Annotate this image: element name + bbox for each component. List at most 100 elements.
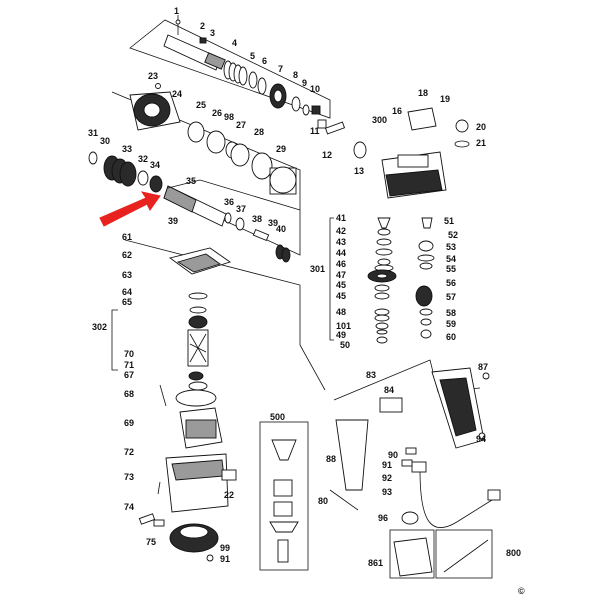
ring-part-27 — [230, 143, 250, 167]
ring-part-67 — [188, 381, 208, 391]
screws-part-74 — [138, 513, 165, 527]
label-69: 69 — [124, 418, 134, 428]
red-indicator-arrow — [99, 191, 161, 227]
case-part-861 — [393, 537, 433, 577]
bracket-302 — [111, 309, 118, 371]
label-55: 55 — [446, 264, 456, 274]
chuck-assembly-frame — [111, 91, 301, 256]
label-53: 53 — [446, 242, 456, 252]
label-87: 87 — [478, 362, 488, 372]
label-part-22 — [221, 469, 237, 481]
label-301: 301 — [310, 264, 325, 274]
switch-part-84 — [379, 397, 403, 413]
motor-housing-part-72 — [165, 453, 229, 513]
nut-part-2 — [199, 37, 207, 44]
label-31: 31 — [88, 128, 98, 138]
label-80: 80 — [318, 496, 328, 506]
label-20: 20 — [476, 122, 486, 132]
label-22: 22 — [224, 490, 234, 500]
label-302: 302 — [92, 322, 107, 332]
ring-part-63 — [188, 292, 208, 300]
label-43: 43 — [336, 237, 346, 247]
label-19: 19 — [440, 94, 450, 104]
label-9: 9 — [302, 78, 307, 88]
label-75: 75 — [146, 537, 156, 547]
screw-part-68 — [159, 384, 167, 407]
label-28: 28 — [254, 127, 264, 137]
label-32: 32 — [138, 154, 148, 164]
oring-part-21 — [454, 140, 470, 148]
label-84: 84 — [384, 385, 394, 395]
rod-part-80 — [329, 489, 359, 511]
ring-part-6 — [257, 77, 267, 95]
plate-part-62 — [168, 247, 232, 275]
label-56: 56 — [446, 278, 456, 288]
label-6: 6 — [262, 56, 267, 66]
label-2: 2 — [200, 21, 205, 31]
label-94: 94 — [476, 434, 486, 444]
label-39a: 39 — [168, 216, 178, 226]
kit-500-contents — [269, 439, 299, 563]
bearing-part-7 — [269, 83, 287, 109]
label-42: 42 — [336, 226, 346, 236]
label-24: 24 — [172, 89, 182, 99]
label-45b: 45 — [336, 291, 346, 301]
label-101: 101 — [336, 321, 351, 331]
label-861: 861 — [368, 558, 383, 568]
label-59: 59 — [446, 319, 456, 329]
label-5: 5 — [250, 51, 255, 61]
label-99: 99 — [220, 543, 230, 553]
label-73: 73 — [124, 472, 134, 482]
label-38: 38 — [252, 214, 262, 224]
label-96: 96 — [378, 513, 388, 523]
box-861 — [389, 529, 435, 579]
label-8: 8 — [293, 70, 298, 80]
label-23: 23 — [148, 71, 158, 81]
ring-part-32 — [137, 170, 149, 186]
label-72: 72 — [124, 447, 134, 457]
label-47: 47 — [336, 270, 346, 280]
label-71: 71 — [124, 360, 134, 370]
pin-part-1 — [175, 19, 181, 25]
shaft-frame-line — [167, 179, 301, 211]
cover-part-99 — [169, 523, 219, 553]
ring-part-9 — [302, 104, 310, 116]
label-52: 52 — [448, 230, 458, 240]
pin-part-38 — [252, 229, 270, 241]
label-46a: 46 — [336, 259, 346, 269]
label-300: 300 — [372, 115, 387, 125]
label-18: 18 — [418, 88, 428, 98]
label-16: 16 — [392, 106, 402, 116]
label-64: 64 — [122, 287, 132, 297]
label-45a: 45 — [336, 280, 346, 290]
label-33: 33 — [122, 144, 132, 154]
cap-part-20 — [455, 119, 469, 133]
part-91 — [401, 459, 413, 467]
label-60: 60 — [446, 332, 456, 342]
label-58: 58 — [446, 308, 456, 318]
label-27: 27 — [236, 120, 246, 130]
spring-part-4 — [223, 60, 248, 86]
label-74: 74 — [124, 502, 134, 512]
label-62: 62 — [122, 250, 132, 260]
strain-relief-part-92 — [411, 461, 427, 473]
label-61: 61 — [122, 232, 132, 242]
bearing-part-71 — [188, 371, 204, 381]
label-51: 51 — [444, 216, 454, 226]
label-12: 12 — [322, 150, 332, 160]
bracket-301 — [329, 217, 334, 341]
ring-part-28 — [251, 152, 273, 180]
label-36: 36 — [224, 197, 234, 207]
lever-part-11 — [317, 119, 346, 135]
shaft-part-35 — [163, 185, 227, 227]
label-54: 54 — [446, 254, 456, 264]
label-98: 98 — [224, 112, 234, 122]
label-37: 37 — [236, 204, 246, 214]
ring-part-25 — [187, 121, 205, 143]
screw-part-94 — [478, 432, 486, 440]
label-13: 13 — [354, 166, 364, 176]
ring-part-31 — [88, 151, 98, 165]
grease-part-96 — [401, 511, 419, 525]
label-44: 44 — [336, 248, 346, 258]
ring-part-37 — [235, 217, 245, 231]
